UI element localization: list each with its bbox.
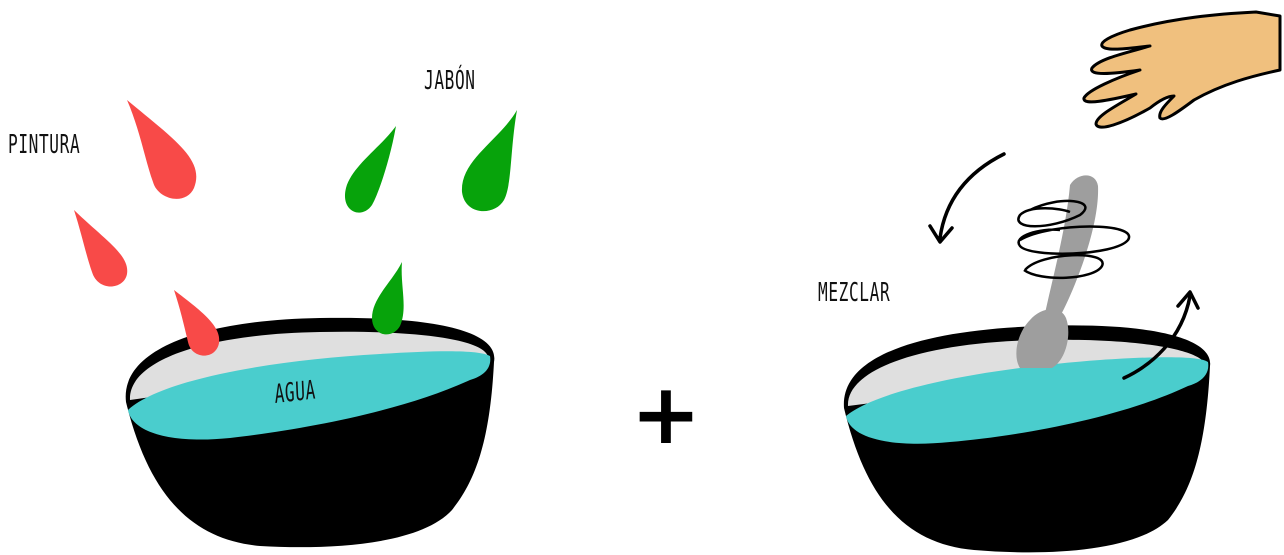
soap-label: JABÓN: [424, 66, 476, 96]
spoon-handle: [1044, 175, 1098, 320]
water-label: AGUA: [274, 375, 317, 410]
paint-drops: [74, 100, 219, 356]
soap-drop-1: [345, 126, 396, 213]
mix-label: MEZCLAR: [818, 278, 890, 308]
paint-drop-2: [74, 210, 127, 287]
arrow-down-icon: [940, 154, 1004, 238]
soap-drops: [345, 110, 517, 334]
plus-operator: +: [631, 365, 701, 463]
left-bowl: [126, 318, 495, 547]
spoon-bowl: [1016, 309, 1068, 368]
hand-icon: [1084, 12, 1280, 127]
soap-drop-2: [462, 110, 517, 211]
paint-label: PINTURA: [8, 130, 80, 160]
soap-drop-3: [372, 262, 404, 334]
paint-drop-1: [127, 100, 196, 199]
